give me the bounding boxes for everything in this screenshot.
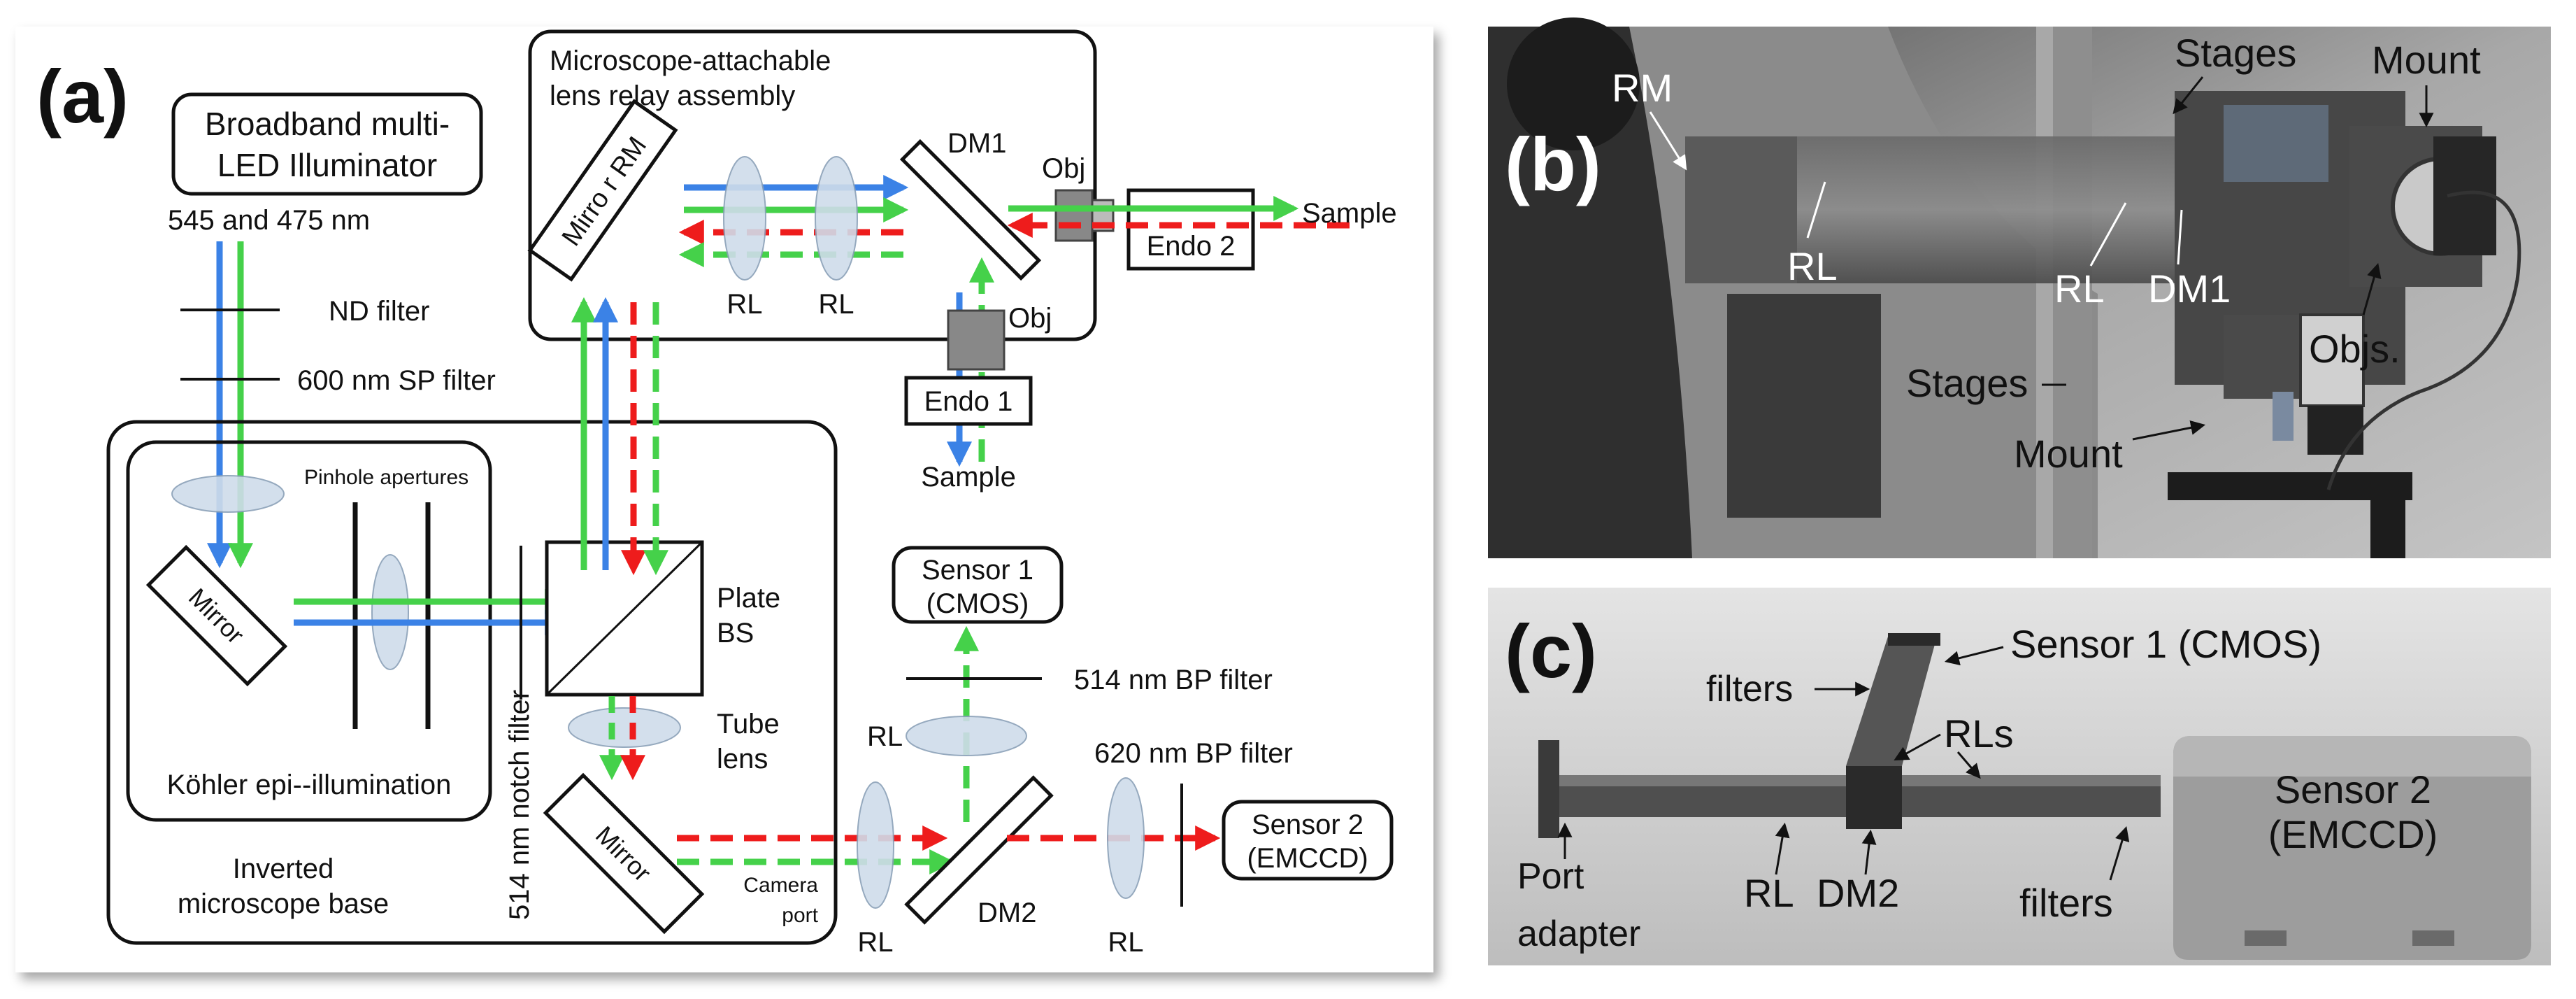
sensor1-label-1: Sensor 1 <box>922 555 1033 586</box>
sensor2-rl-label: RL <box>1108 927 1143 958</box>
b-rl-label-left: RL <box>1787 244 1838 288</box>
kohler-label: Köhler epi--illumination <box>167 770 452 800</box>
b-mount-label-bottom: Mount <box>2014 432 2123 476</box>
c-rls-label: RLs <box>1944 711 2014 756</box>
objective-bottom <box>947 309 1006 371</box>
bp620-label: 620 nm BP filter <box>1094 738 1293 769</box>
illuminator-box <box>171 92 483 196</box>
c-sensor2-label-1: Sensor 2 <box>2275 767 2431 812</box>
c-filters-label-bottom: filters <box>2019 881 2113 925</box>
panel-c-label: (c) <box>1505 609 1597 693</box>
dm2-label: DM2 <box>978 898 1036 928</box>
sensor2-rl-lens <box>1107 777 1145 899</box>
sensor1-label-2: (CMOS) <box>926 588 1029 619</box>
sensor1-rl-label: RL <box>867 721 903 752</box>
c-rl-label: RL <box>1744 871 1794 915</box>
eyepiece <box>1507 17 1640 150</box>
b-stages-label-bottom: Stages <box>1906 361 2028 405</box>
stage-knob <box>2224 105 2328 182</box>
c-sensor2-block <box>2173 736 2531 960</box>
notch-filter-label: 514 nm notch filter <box>504 690 535 920</box>
c-filters-label-top: filters <box>1706 669 1793 709</box>
dm1 <box>899 139 1042 281</box>
base-label-1: Inverted <box>233 853 334 884</box>
sensor1-rl-lens <box>906 716 1027 756</box>
panel-a-label: (a) <box>36 54 129 139</box>
c-port-adapter <box>1538 740 1559 838</box>
illuminator-label-2: LED Illuminator <box>217 147 437 183</box>
c-port-label-1: Port <box>1517 856 1584 897</box>
camera-port-label-1: Camera <box>743 874 818 897</box>
obj-label-bottom: Obj <box>1008 303 1052 334</box>
camera-port-label-2: port <box>782 904 818 927</box>
camera-rl-label: RL <box>857 927 893 958</box>
relay-lens-1-label: RL <box>727 289 762 320</box>
c-sensor1-tube <box>1846 637 1937 766</box>
panel-c: (c) Sensor 1 (CMOS) filters RLs Sensor 2… <box>1488 588 2551 965</box>
endo2-box <box>1126 188 1255 271</box>
b-objs-label: Objs. <box>2309 327 2400 371</box>
microscope-base-box <box>106 420 838 945</box>
b-rl-label-right: RL <box>2054 267 2105 311</box>
endo2-label: Endo 2 <box>1147 231 1236 262</box>
base-label-2: microscope base <box>178 888 389 919</box>
c-dm2-block <box>1846 766 1902 829</box>
relay-lens-2-label: RL <box>818 289 854 320</box>
illuminator-label-1: Broadband multi- <box>205 106 450 142</box>
plate-bs-label-2: BS <box>717 618 754 649</box>
wavelengths-label: 545 and 475 nm <box>168 205 370 236</box>
endo1-box <box>904 376 1033 426</box>
c-sensor1-label: Sensor 1 (CMOS) <box>2010 622 2321 666</box>
pinhole-lens <box>371 554 409 670</box>
c-dm2-label: DM2 <box>1817 871 1899 915</box>
mount-right <box>2433 136 2496 255</box>
objective-bottom-b <box>2299 313 2365 407</box>
bp514-label: 514 nm BP filter <box>1074 665 1273 695</box>
objective-top <box>1054 189 1094 242</box>
camera-rl-lens <box>857 781 894 909</box>
dm2 <box>904 775 1054 925</box>
cable <box>2326 190 2521 490</box>
relay-lens-1 <box>723 156 766 281</box>
panel-b-label: (b) <box>1505 122 1601 206</box>
dm1-label: DM1 <box>947 128 1006 159</box>
sp-filter-label: 600 nm SP filter <box>297 365 496 396</box>
plate-bs-label-1: Plate <box>717 583 780 614</box>
obj-label-top: Obj <box>1042 153 1085 184</box>
sensor2-box <box>1222 800 1394 881</box>
sensor2-label-1: Sensor 2 <box>1252 809 1364 840</box>
relay-assembly-box <box>528 29 1097 341</box>
sample-label-bottom: Sample <box>921 462 1016 493</box>
relay-title-2: lens relay assembly <box>550 80 795 111</box>
b-mount-label-top: Mount <box>2372 38 2481 82</box>
tube-lens-label-1: Tube <box>717 709 780 739</box>
relay-lens-2 <box>815 156 858 281</box>
sensor1-box <box>892 546 1064 624</box>
relay-title-1: Microscope-attachable <box>550 45 831 76</box>
b-dm1-label: DM1 <box>2148 267 2231 311</box>
b-rm-label: RM <box>1612 66 1673 110</box>
b-stages-label-top: Stages <box>2175 31 2296 75</box>
panel-b: (b) RM RL Stages Mount RL DM1 Objs. Stag… <box>1488 17 2551 558</box>
sensor2-label-2: (EMCCD) <box>1247 843 1368 874</box>
tube-lens-label-2: lens <box>717 744 768 774</box>
tube-lens <box>568 707 681 748</box>
pinhole-label: Pinhole apertures <box>304 466 468 489</box>
kohler-lens <box>171 475 285 513</box>
endo1-label: Endo 1 <box>924 386 1013 417</box>
nd-filter-label: ND filter <box>329 296 429 327</box>
sample-label-right: Sample <box>1302 198 1397 229</box>
c-sensor2-label-2: (EMCCD) <box>2268 812 2438 856</box>
panel-a: (a) Broadband multi- LED Illuminator 545… <box>15 27 1433 972</box>
kohler-box <box>126 440 492 822</box>
c-port-label-2: adapter <box>1517 914 1640 954</box>
